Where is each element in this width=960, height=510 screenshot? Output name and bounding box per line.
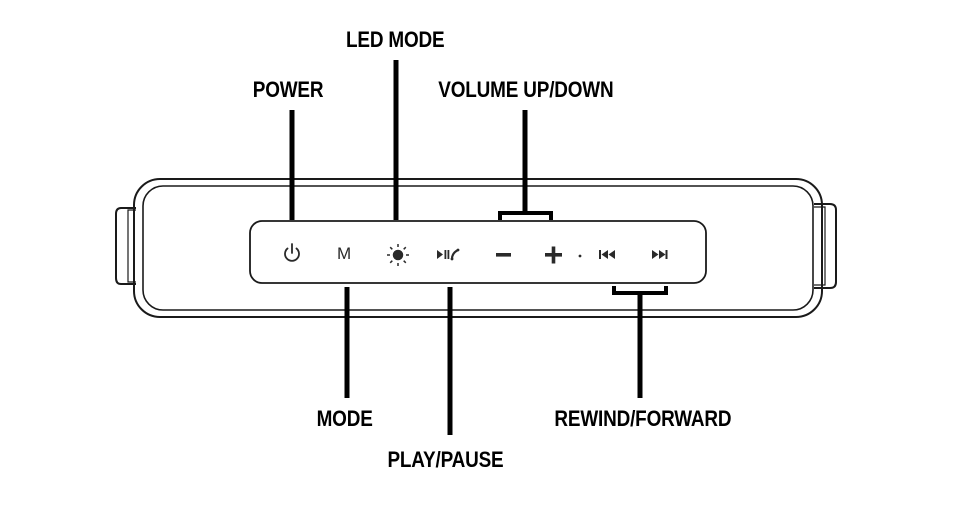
play-pause-call-icon [437,248,460,261]
power-icon [284,243,300,262]
rewind-forward-bracket [612,286,668,295]
power-label: POWER [252,77,324,102]
mode-button-letter: M [337,244,352,263]
control-panel [249,220,707,284]
volume-bracket [498,211,553,220]
rewind-forward-label: REWIND/FORWARD [554,406,732,431]
sun-icon [387,244,409,266]
speaker-body [115,178,837,318]
led-mode-button[interactable] [380,237,416,273]
play-pause-label: PLAY/PAUSE [387,447,504,472]
volume-label: VOLUME UP/DOWN [438,77,614,102]
callout-lines [289,60,668,435]
plus-icon [545,246,562,264]
led-mode-label: LED MODE [346,27,445,52]
mode-label: MODE [316,406,373,431]
play-pause-button[interactable] [430,237,466,273]
separator-dot [578,254,582,258]
minus-icon [496,253,511,257]
rewind-icon [599,250,615,259]
forward-button[interactable] [641,237,677,273]
volume-up-button[interactable] [535,237,571,273]
volume-down-button[interactable] [485,237,521,273]
forward-icon [652,250,668,259]
mode-button[interactable] [328,237,364,273]
power-button[interactable] [274,237,310,273]
rewind-button[interactable] [589,237,625,273]
